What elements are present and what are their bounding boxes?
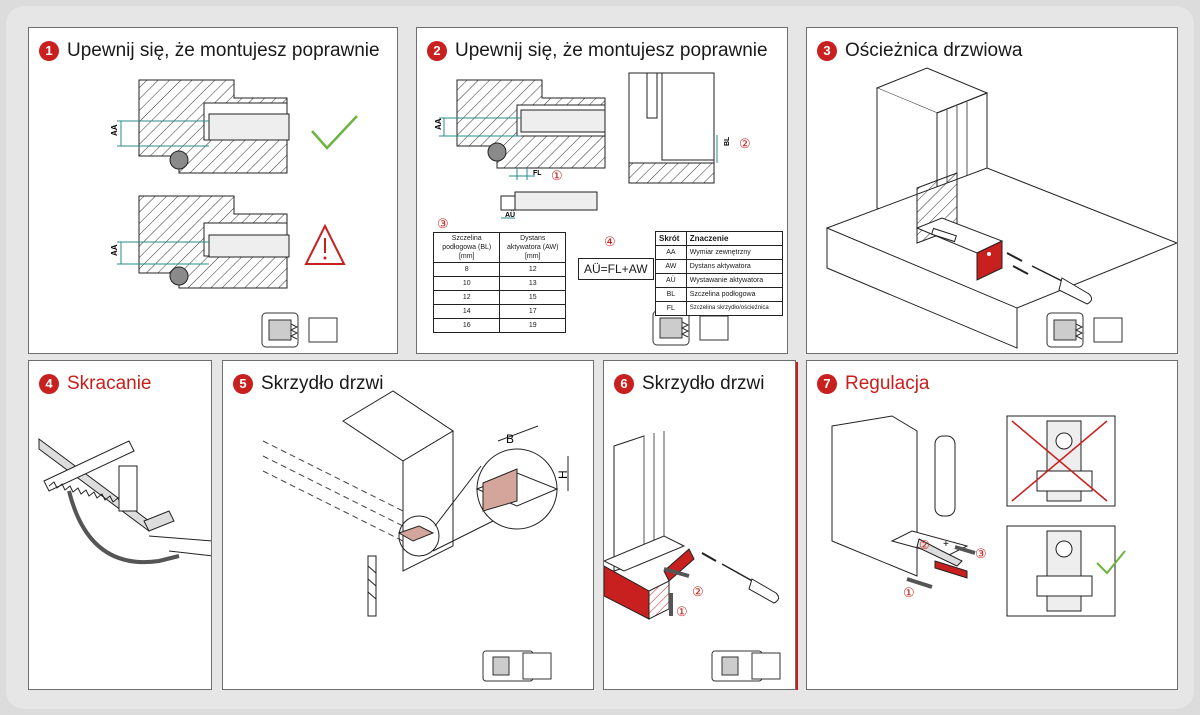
profile-mini-icon [261, 312, 338, 348]
bl-label: BL [724, 136, 731, 146]
table-header: Szczelina podłogowa (BL) [mm] [432, 232, 501, 263]
panel-title-text: Regulacja [845, 373, 930, 394]
panel-title-text: Skrzydło drzwi [642, 373, 765, 394]
table-header: Znaczenie [685, 231, 784, 246]
panel-step-7: 7 Regulacja ② + ③ ① [806, 360, 1178, 690]
panel-step-2: 2 Upewnij się, że montujesz poprawnie AA… [416, 27, 788, 354]
profile-mini-icon [652, 310, 729, 346]
b-dimension-label: B [506, 432, 514, 446]
circle-1-label: ① [551, 168, 563, 183]
panel-title: 4 Skracanie [39, 373, 152, 395]
panel-title-text: Upewnij się, że montujesz poprawnie [67, 40, 380, 61]
aa-label: AA [110, 124, 119, 136]
step-number: 7 [817, 374, 837, 394]
panel-title: 7 Regulacja [817, 373, 930, 395]
wrong-cross-icon [1011, 420, 1108, 502]
step-number: 2 [427, 41, 447, 61]
step-number: 5 [233, 374, 253, 394]
step-number: 1 [39, 41, 59, 61]
panel-step-3: 3 Ościeżnica drzwiowa [806, 27, 1178, 354]
section-divider [796, 362, 798, 690]
panel-step-1: 1 Upewnij się, że montujesz poprawnie AA… [28, 27, 398, 354]
fl-label: FL [533, 170, 542, 177]
table-header: Skrót [655, 231, 687, 246]
checkmark-icon [311, 115, 358, 150]
panel-step-5: 5 Skrzydło drzwi B H [222, 360, 594, 690]
au-label: AÜ [505, 210, 515, 219]
table-header: Dystans aktywatora (AW) [mm] [499, 232, 566, 263]
correct-mounting-diagram: AA AA [110, 79, 358, 348]
circle-2-label: ② [692, 584, 704, 599]
door-leaf-milling-diagram: B H [262, 390, 570, 682]
h-dimension-label: H [556, 470, 570, 479]
circle-2-label: ② [739, 136, 751, 151]
shortening-diagram [38, 438, 211, 565]
measurement-diagram: AA FL ① AÜ BL ② ③ ④ [434, 72, 751, 346]
panel-title-text: Ościeżnica drzwiowa [845, 40, 1023, 61]
door-frame-diagram [825, 67, 1177, 349]
circle-3-label: ③ [975, 546, 987, 561]
plus-label: + [943, 539, 949, 550]
panel-title: 6 Skrzydło drzwi [614, 373, 764, 395]
checkmark-icon [1096, 550, 1126, 575]
profile-mini-icon [1046, 312, 1123, 348]
gap-distance-table: Szczelina podłogowa (BL) [mm] Dystans ak… [432, 232, 566, 333]
circle-1-label: ① [676, 604, 688, 619]
panel-title: 2 Upewnij się, że montujesz poprawnie [427, 40, 768, 62]
circle-2-label: ② [919, 538, 930, 552]
panel-step-4: 4 Skracanie [28, 360, 212, 690]
step-number: 3 [817, 41, 837, 61]
circle-3-label: ③ [437, 216, 449, 231]
circle-1-label: ① [903, 585, 915, 600]
aa-label: AA [110, 244, 119, 256]
panel-title: 5 Skrzydło drzwi [233, 373, 383, 395]
step-number: 6 [614, 374, 634, 394]
panel-step-6: 6 Skrzydło drzwi ② ① [603, 360, 796, 690]
warning-icon [304, 223, 346, 265]
panel-title: 3 Ościeżnica drzwiowa [817, 40, 1022, 62]
formula-box: AÜ=FL+AW [578, 258, 654, 280]
panel-title-text: Upewnij się, że montujesz poprawnie [455, 40, 768, 61]
circle-4-label: ④ [604, 234, 616, 249]
adjustment-diagram: ② + ③ ① [831, 415, 1126, 617]
panel-title-text: Skrzydło drzwi [261, 373, 384, 394]
aa-label: AA [434, 118, 443, 130]
actuator-install-diagram: ② ① [604, 431, 781, 682]
panel-title-text: Skracanie [67, 373, 152, 394]
panel-title: 1 Upewnij się, że montujesz poprawnie [39, 40, 380, 62]
profile-mini-icon [482, 650, 552, 682]
profile-mini-icon [711, 650, 781, 682]
step-number: 4 [39, 374, 59, 394]
